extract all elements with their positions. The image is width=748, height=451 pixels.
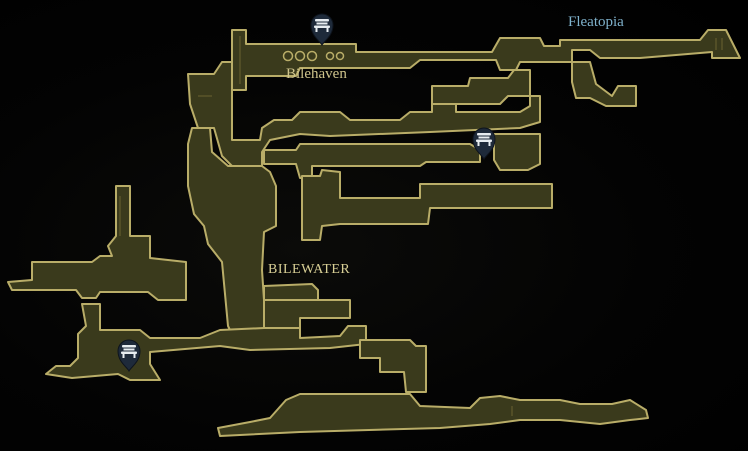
bench-marker[interactable] [469, 124, 499, 160]
map-room-upper-right [431, 69, 531, 105]
map-room-bottom-corridor [217, 393, 649, 437]
map-room-mid-right [493, 133, 541, 171]
map-room-left-cluster [7, 185, 187, 301]
map-room-stepped-descent [359, 339, 427, 393]
area-label-fleatopia: Fleatopia [568, 14, 624, 30]
map-room-outlines [119, 36, 723, 416]
bench-icon [476, 133, 492, 146]
bench-marker[interactable] [114, 336, 144, 372]
map-room-lower-right [301, 169, 553, 241]
fossil-decoration [282, 50, 345, 62]
area-label-bilewater: BILEWATER [268, 262, 351, 277]
bench-icon [121, 345, 137, 358]
map-room-central-shaft [187, 127, 319, 343]
bench-marker[interactable] [307, 10, 337, 46]
map-room-fleatopia-edge [571, 61, 637, 107]
bench-icon [314, 19, 330, 32]
map-room-mid-corridor [263, 143, 481, 179]
map-room-top-corridor [231, 29, 741, 91]
map-room-connector [263, 299, 351, 329]
area-label-bilehaven: Bilehaven [286, 66, 347, 82]
